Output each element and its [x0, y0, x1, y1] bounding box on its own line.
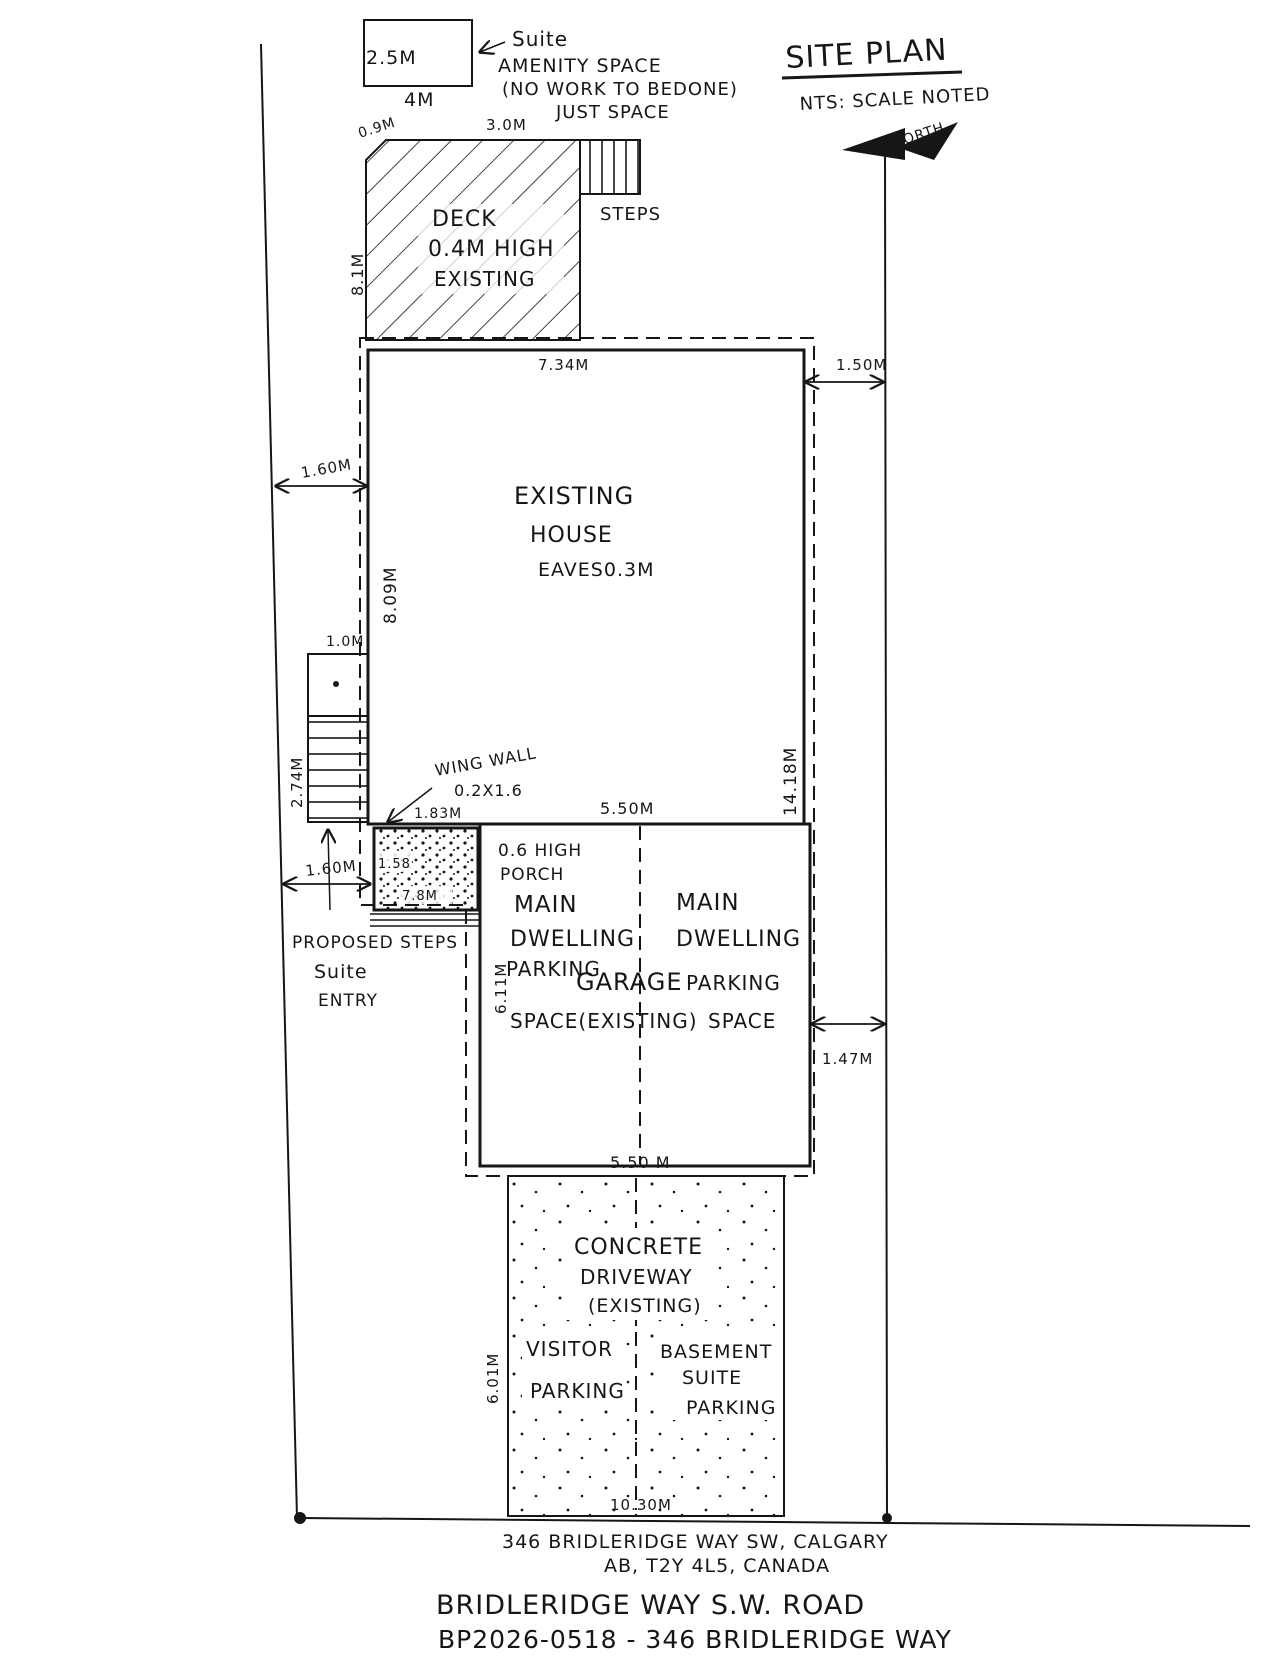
amenity-suite-label: Suite — [512, 27, 568, 51]
suite-entry-dim-side: 2.74M — [288, 757, 306, 808]
wing-wall-label: WING WALL — [433, 743, 537, 780]
porch-dim-width: 1.83M — [414, 806, 462, 822]
address-line-1: 346 BRIDLERIDGE WAY SW, CALGARY — [502, 1531, 889, 1553]
proposed-suite-label: Suite — [314, 961, 368, 983]
garage — [478, 822, 812, 1168]
house-label-2: HOUSE — [530, 523, 613, 548]
deck-dim-top-left: 0.9M — [356, 115, 397, 142]
property-boundary — [260, 43, 1251, 1527]
garage-left-label-3: PARKING — [506, 957, 601, 981]
house-label-3: EAVES0.3M — [538, 559, 654, 581]
permit-label: BP2026-0518 - 346 BRIDLERIDGE WAY — [438, 1625, 952, 1654]
suite-parking-label-3: PARKING — [686, 1397, 776, 1419]
garage-bottom-left-label: SPACE(EXISTING) — [510, 1009, 698, 1033]
garage-left-label-2: DWELLING — [510, 927, 635, 952]
amenity-label-1: AMENITY SPACE — [498, 55, 662, 77]
house-setback-outline — [359, 337, 815, 1177]
porch-dim-height: 1.58 — [378, 857, 411, 872]
suite-entry-steps — [307, 715, 369, 823]
deck-label-2: 0.4M HIGH — [428, 237, 555, 262]
garage-dim-side: 6.11M — [492, 963, 510, 1014]
garage-porch-label-2: PORCH — [500, 865, 564, 885]
amenity-space — [363, 19, 473, 87]
scale-note: NTS: SCALE NOTED — [799, 84, 991, 115]
garage-dim-bottom: 5.50 M — [610, 1153, 671, 1172]
driveway-label-3: (EXISTING) — [588, 1295, 702, 1317]
garage-right-label-3: PARKING — [686, 971, 781, 995]
road-label: BRIDLERIDGE WAY S.W. ROAD — [436, 1590, 865, 1621]
amenity-depth-dim: 4M — [404, 89, 434, 111]
deck-label-1: DECK — [432, 207, 497, 232]
garage-setback-right: 1.47M — [822, 1050, 873, 1068]
proposed-steps-label: PROPOSED STEPS — [292, 933, 458, 953]
driveway-label-2: DRIVEWAY — [580, 1265, 693, 1289]
driveway-dim-bottom: 10.30M — [610, 1496, 672, 1514]
garage-porch-label-1: 0.6 HIGH — [498, 841, 582, 861]
site-plan-title: SITE PLAN — [785, 33, 949, 76]
deck-dim-side: 8.1M — [348, 253, 367, 296]
visitor-parking-label-1: VISITOR — [526, 1337, 613, 1361]
garage-center-label: GARAGE — [576, 968, 682, 996]
house-setback-left: 1.60M — [300, 455, 354, 482]
amenity-label-3: JUST SPACE — [555, 102, 670, 123]
garage-left-label-1: MAIN — [514, 892, 578, 918]
garage-right-label-1: MAIN — [676, 890, 740, 916]
house-label-1: EXISTING — [514, 482, 634, 510]
deck-steps — [579, 139, 641, 195]
garage-right-label-2: DWELLING — [676, 927, 801, 952]
proposed-entry-label: ENTRY — [318, 991, 378, 1011]
north-arrow-icon — [842, 122, 958, 160]
amenity-label-2: (NO WORK TO BEDONE) — [502, 79, 738, 100]
suite-entry-setback: 1.60M — [305, 857, 358, 880]
house-setback-right: 1.50M — [836, 356, 887, 374]
house-dim-right: 14.18M — [781, 747, 801, 816]
driveway-label-1: CONCRETE — [574, 1235, 703, 1260]
house-dim-top: 7.34M — [538, 356, 589, 374]
amenity-width-dim: 2.5M — [366, 47, 417, 69]
garage-bottom-right-label: SPACE — [708, 1009, 776, 1033]
garage-dim-top: 5.50M — [600, 799, 654, 818]
address-line-2: AB, T2Y 4L5, CANADA — [604, 1555, 830, 1577]
deck-dim-top: 3.0M — [486, 116, 527, 134]
suite-entry-dim-top: 1.0M — [326, 634, 364, 650]
wing-wall-size: 0.2X1.6 — [454, 781, 523, 800]
deck-label-3: EXISTING — [434, 267, 536, 291]
existing-house — [366, 348, 806, 826]
house-dim-left: 8.09M — [381, 566, 401, 624]
deck-steps-label: STEPS — [600, 204, 661, 225]
visitor-parking-label-2: PARKING — [530, 1379, 625, 1403]
suite-parking-label-1: BASEMENT — [660, 1341, 772, 1363]
porch-dim-depth: 7.8M — [402, 889, 438, 904]
suite-parking-label-2: SUITE — [682, 1367, 742, 1389]
driveway-dim-side: 6.01M — [484, 1353, 502, 1404]
